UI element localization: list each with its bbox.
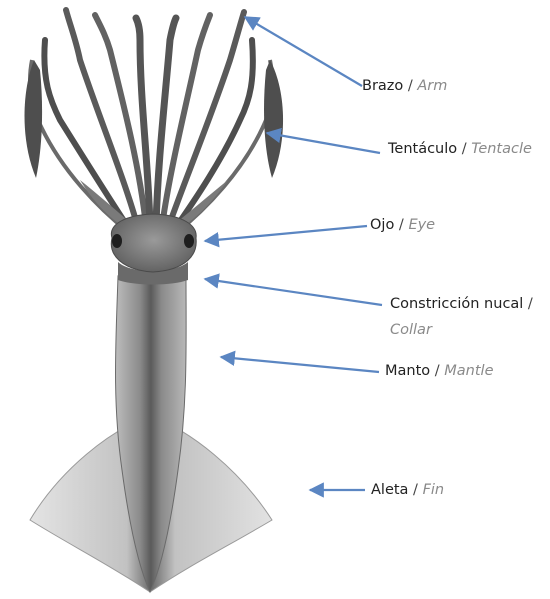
label-tentacle-en: Tentacle: [471, 141, 532, 157]
label-collar-line2: Collar: [390, 317, 533, 343]
label-arm-sep: /: [403, 78, 417, 94]
label-arm-en: Arm: [417, 78, 447, 94]
squid-arms: [44, 10, 253, 230]
eye-right: [184, 234, 194, 248]
label-eye: Ojo / Eye: [370, 214, 435, 236]
label-collar-en: Collar: [390, 322, 432, 338]
label-tentacle-es: Tentáculo: [388, 141, 457, 157]
tentacle-club-left: [25, 60, 43, 178]
label-arm: Brazo / Arm: [362, 75, 447, 97]
label-eye-en: Eye: [408, 217, 435, 233]
label-tentacle-sep: /: [457, 141, 471, 157]
label-mantle-sep: /: [430, 363, 444, 379]
annotation-arrows: [205, 17, 382, 490]
label-tentacle: Tentáculo / Tentacle: [388, 138, 532, 160]
label-collar: Constricción nucal / Collar: [390, 291, 533, 343]
label-fin-es: Aleta: [371, 482, 408, 498]
label-mantle-en: Mantle: [444, 363, 493, 379]
label-collar-es: Constricción nucal: [390, 296, 523, 312]
arrow-eye: [205, 226, 367, 241]
arrow-mantle: [221, 357, 379, 372]
eye-left: [112, 234, 122, 248]
tentacle-club-right: [264, 60, 283, 178]
label-arm-es: Brazo: [362, 78, 403, 94]
label-fin-en: Fin: [423, 482, 445, 498]
arrow-arm: [245, 17, 362, 86]
label-collar-line1: Constricción nucal /: [390, 291, 533, 317]
arrow-collar: [205, 279, 382, 305]
arrow-tentacle: [267, 133, 380, 153]
label-mantle-es: Manto: [385, 363, 430, 379]
label-eye-sep: /: [394, 217, 408, 233]
label-mantle: Manto / Mantle: [385, 360, 494, 382]
label-fin: Aleta / Fin: [371, 479, 444, 501]
label-collar-sep: /: [523, 296, 533, 312]
label-fin-sep: /: [408, 482, 422, 498]
squid-head: [111, 214, 196, 272]
label-eye-es: Ojo: [370, 217, 394, 233]
